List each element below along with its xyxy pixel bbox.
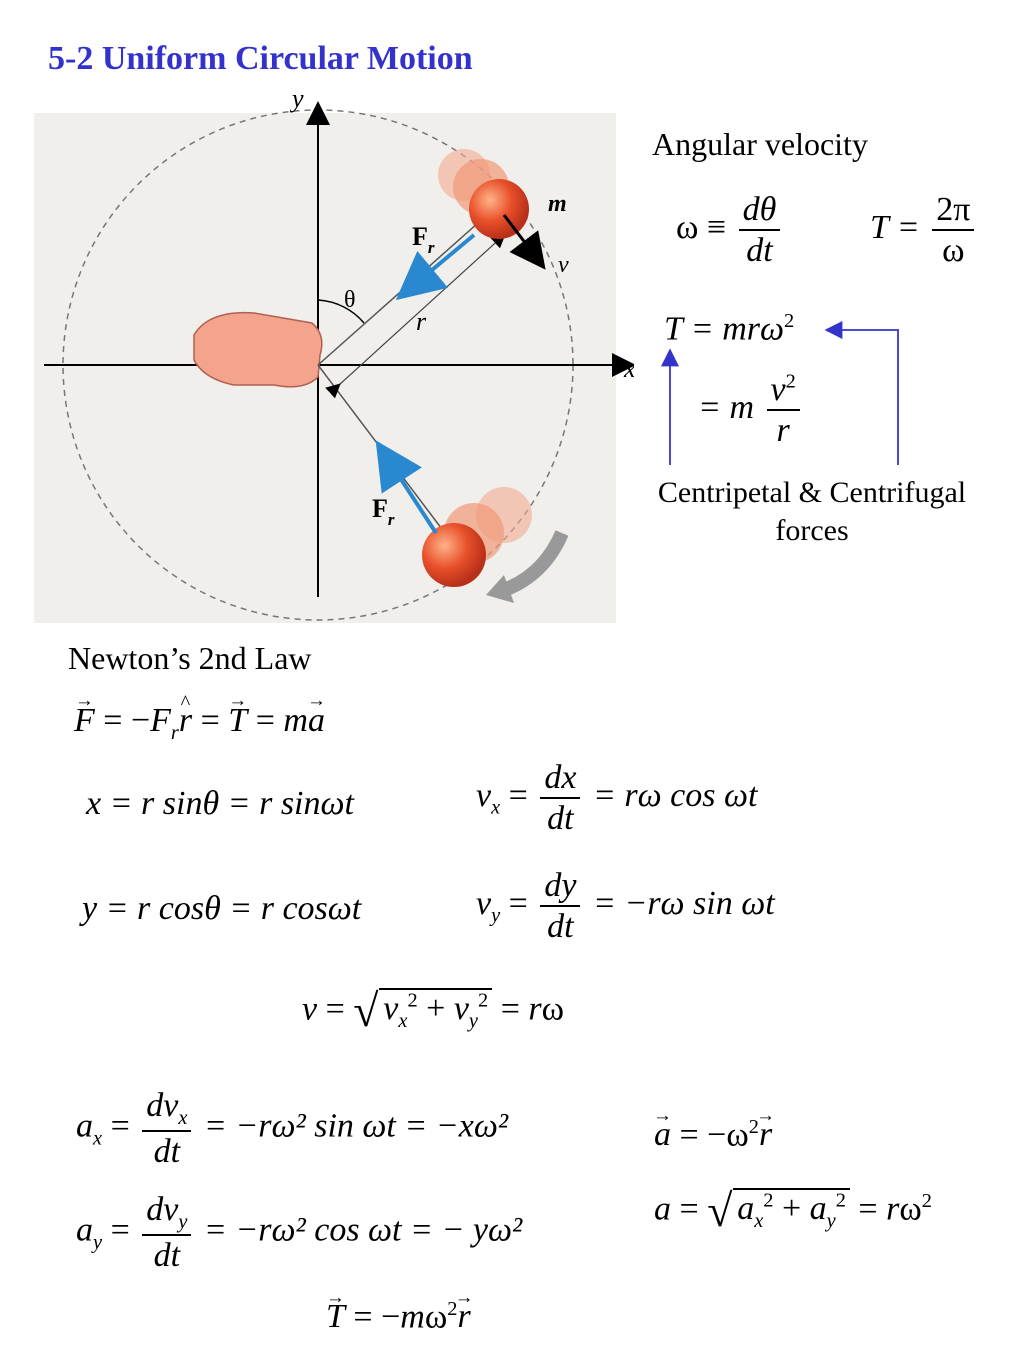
vy-denominator: dt [547, 908, 574, 946]
motion-direction-arrowhead [486, 575, 514, 603]
ax-equation: ax = dvx dt = −rω² sin ωt = −xω² [76, 1086, 509, 1171]
vy-numerator: dy [540, 866, 581, 908]
ax-rhs: = −rω² sin ωt = −xω² [203, 1107, 509, 1145]
newton-heading: Newton’s 2nd Law [68, 640, 312, 676]
force-arrow-lower [375, 440, 438, 535]
omega-lhs: ω ≡ [676, 208, 727, 246]
ay-equation: ay = dvy dt = −rω² cos ωt = − yω² [76, 1190, 523, 1275]
period-fraction: 2π ω [932, 190, 975, 270]
tension-numerator: v2 [766, 370, 800, 412]
forces-caption-line1: Centripetal & Centrifugal [657, 476, 967, 509]
x-axis-label: x [623, 354, 634, 383]
ay-numerator: dvy [142, 1190, 192, 1237]
omega-fraction: dθ dt [738, 190, 781, 270]
force-arrow-upper [395, 233, 476, 301]
ay-fraction: dvy dt [142, 1190, 192, 1275]
vx-rhs: = rω cos ωt [592, 776, 758, 814]
acceleration-vector-equation: a = −ω2r [654, 1116, 772, 1154]
ay-rhs: = −rω² cos ωt = − yω² [203, 1211, 523, 1249]
tension-equation-velocity: = m v2 r [698, 370, 804, 450]
period-numerator: 2π [932, 190, 975, 232]
circular-motion-figure: y x r θ v m Fr Fr [34, 85, 634, 623]
omega-denominator: dt [746, 232, 773, 270]
hand-illustration [193, 311, 323, 388]
ball-lower [422, 523, 486, 587]
radius-label: r [416, 307, 427, 336]
vx-equation: vx = dx dt = rω cos ωt [476, 758, 758, 838]
forces-caption: Centripetal & Centrifugal forces [636, 474, 988, 550]
ball-upper [469, 179, 529, 239]
tension-fraction: v2 r [766, 370, 800, 450]
radius-dimension [325, 233, 506, 399]
mass-label: m [548, 191, 567, 217]
ax-denominator: dt [153, 1133, 181, 1171]
period-lhs: T = [870, 208, 920, 246]
velocity-label: v [558, 252, 569, 278]
period-equation: T = 2π ω [870, 190, 978, 270]
vx-denominator: dt [547, 800, 574, 838]
vx-numerator: dx [540, 758, 581, 800]
vx-fraction: dx dt [540, 758, 581, 838]
y-axis-label: y [289, 85, 304, 113]
annotation-arrows [661, 321, 899, 465]
tension-vector-equation: T = −mω2r [326, 1298, 471, 1336]
speed-magnitude-equation: v = vx2 + vy2 = rω [302, 984, 564, 1037]
angular-velocity-heading: Angular velocity [652, 126, 868, 162]
vy-equation: vy = dy dt = −rω sin ωt [476, 866, 775, 946]
forces-caption-line2: forces [775, 514, 849, 547]
acceleration-magnitude-equation: a = ax2 + ay2 = rω2 [654, 1184, 932, 1237]
centrifugal-arrow [824, 321, 899, 465]
tension-equation: T = mrω2 [664, 310, 795, 348]
period-denominator: ω [942, 232, 965, 270]
theta-arc [317, 299, 365, 324]
force-label-upper: Fr [412, 222, 435, 257]
omega-numerator: dθ [738, 190, 781, 232]
tension-denominator: r [776, 412, 790, 450]
newton-law-equation: F = −Frr = T = ma [74, 702, 325, 745]
ax-numerator: dvx [142, 1086, 192, 1133]
ax-fraction: dvx dt [142, 1086, 192, 1171]
x-position-equation: x = r sinθ = r sinωt [86, 785, 354, 822]
y-position-equation: y = r cosθ = r cosωt [82, 890, 362, 927]
theta-label: θ [344, 287, 356, 313]
velocity-arrow [502, 214, 546, 270]
page-title: 5-2 Uniform Circular Motion [48, 40, 473, 77]
omega-definition: ω ≡ dθ dt [676, 190, 784, 270]
figure-background [34, 113, 616, 623]
vy-fraction: dy dt [540, 866, 581, 946]
motion-direction-arrow [501, 530, 569, 597]
force-label-lower: Fr [372, 494, 395, 529]
ay-denominator: dt [153, 1237, 181, 1275]
vy-rhs: = −rω sin ωt [592, 884, 775, 922]
